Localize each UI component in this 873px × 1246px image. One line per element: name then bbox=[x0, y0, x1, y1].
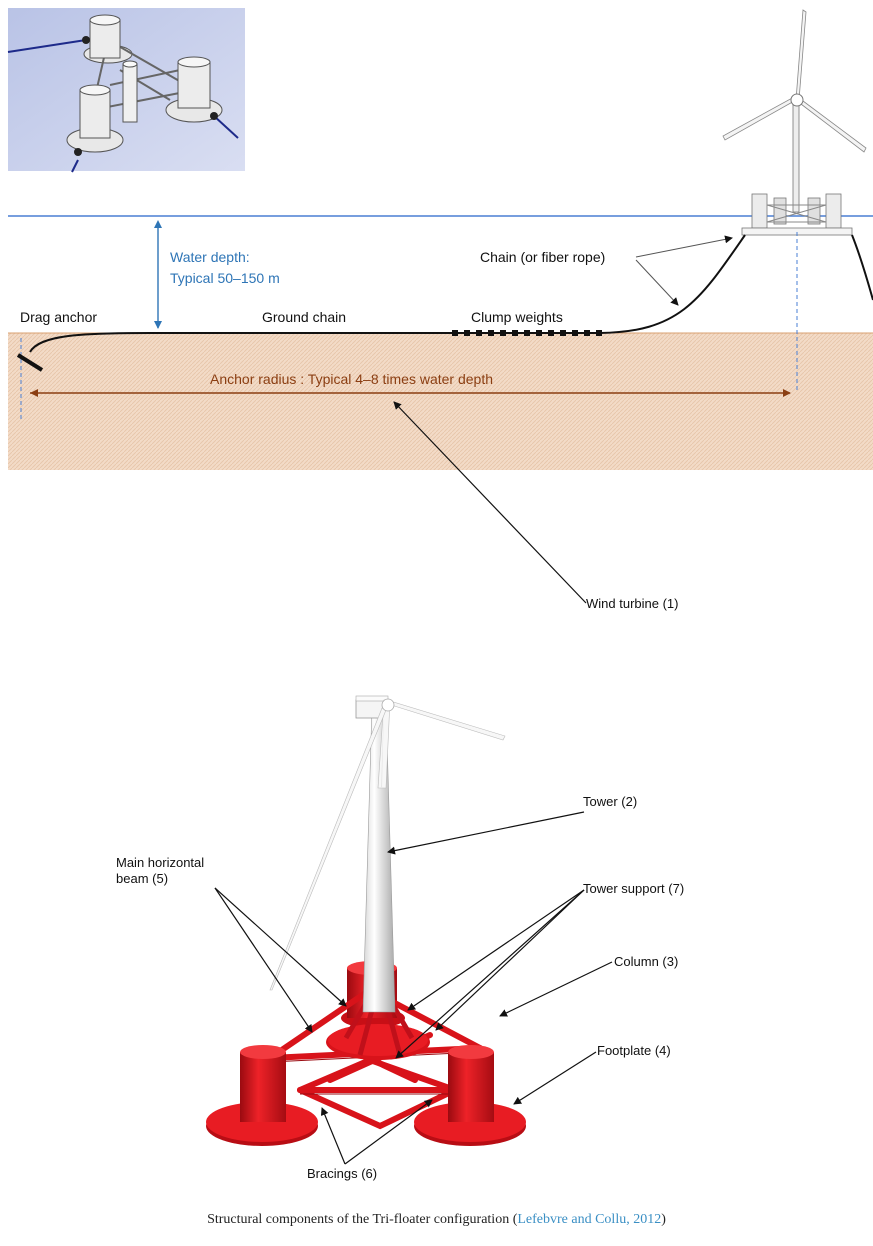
ground-chain-label: Ground chain bbox=[262, 309, 346, 325]
main-beam-label-2: beam (5) bbox=[116, 871, 168, 886]
chain-callout-2 bbox=[635, 259, 679, 306]
chain-label: Chain (or fiber rope) bbox=[480, 249, 605, 265]
trifloater-render bbox=[206, 695, 526, 1146]
water-depth-title: Water depth: bbox=[170, 249, 250, 265]
figure-caption: Structural components of the Tri-floater… bbox=[0, 1212, 873, 1228]
clump-weights-label: Clump weights bbox=[471, 309, 563, 325]
seabed bbox=[8, 333, 873, 470]
anchor-radius-label: Anchor radius : Typical 4–8 times water … bbox=[210, 371, 493, 387]
floating-turbine-elevation bbox=[722, 9, 867, 236]
mooring-chain-right bbox=[851, 234, 873, 301]
water-depth-value: Typical 50–150 m bbox=[170, 270, 280, 286]
tower-label: Tower (2) bbox=[583, 794, 637, 809]
drag-anchor-label: Drag anchor bbox=[20, 309, 97, 325]
caption-close: ) bbox=[661, 1212, 666, 1227]
bracings-label: Bracings (6) bbox=[307, 1166, 377, 1181]
clump-weights bbox=[452, 330, 602, 336]
column-label: Column (3) bbox=[614, 954, 678, 969]
drag-anchor-shape bbox=[16, 353, 44, 372]
caption-citation-link[interactable]: Lefebvre and Collu, 2012 bbox=[517, 1212, 662, 1227]
footplate-label: Footplate (4) bbox=[597, 1043, 671, 1058]
tower-support-label: Tower support (7) bbox=[583, 881, 684, 896]
caption-text: Structural components of the Tri-floater… bbox=[207, 1212, 518, 1227]
main-beam-label-1: Main horizontal bbox=[116, 855, 204, 870]
wind-turbine-label: Wind turbine (1) bbox=[586, 596, 678, 611]
wind-turbine-callout bbox=[393, 401, 587, 604]
chain-callout-1 bbox=[635, 235, 733, 258]
inset-trifloater-render bbox=[7, 8, 245, 173]
